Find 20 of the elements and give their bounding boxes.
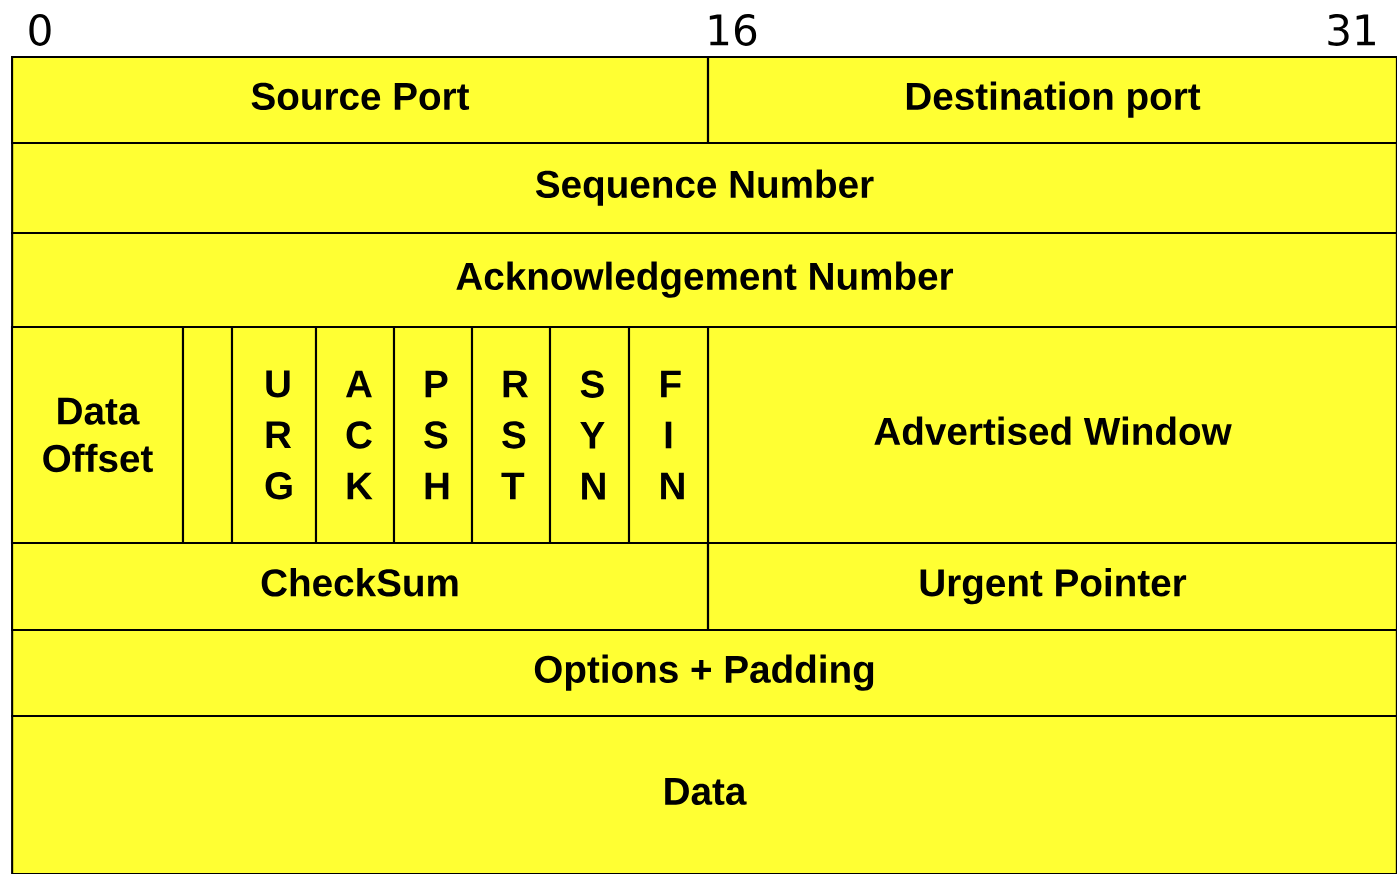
node-label: Destination port	[906, 81, 1201, 118]
bit-number: 31	[1328, 14, 1375, 46]
reserved-cell	[181, 325, 234, 544]
flag-cell: A C K	[314, 325, 396, 544]
flag-cell: F I N	[627, 325, 710, 544]
bit-number: 16	[709, 14, 757, 46]
node-label: Advertised Window	[874, 416, 1232, 446]
field-cell: Source Port	[11, 55, 709, 145]
flag-cell: U R G	[230, 325, 318, 544]
node-label: Options + Padding	[534, 654, 874, 691]
field-cell: Destination port	[707, 55, 1397, 145]
flag-cell: R S T	[470, 325, 552, 544]
node-label: Sequence Number	[535, 169, 874, 206]
bit-number: 0	[29, 14, 51, 46]
field-cell: Urgent Pointer	[707, 541, 1397, 632]
node-label: Acknowledgement Number	[456, 261, 954, 298]
node-label: Urgent Pointer	[920, 568, 1187, 605]
field-cell: Data	[11, 714, 1397, 874]
flag-cell: S Y N	[548, 325, 631, 544]
flag-cell: P S H	[392, 325, 474, 544]
